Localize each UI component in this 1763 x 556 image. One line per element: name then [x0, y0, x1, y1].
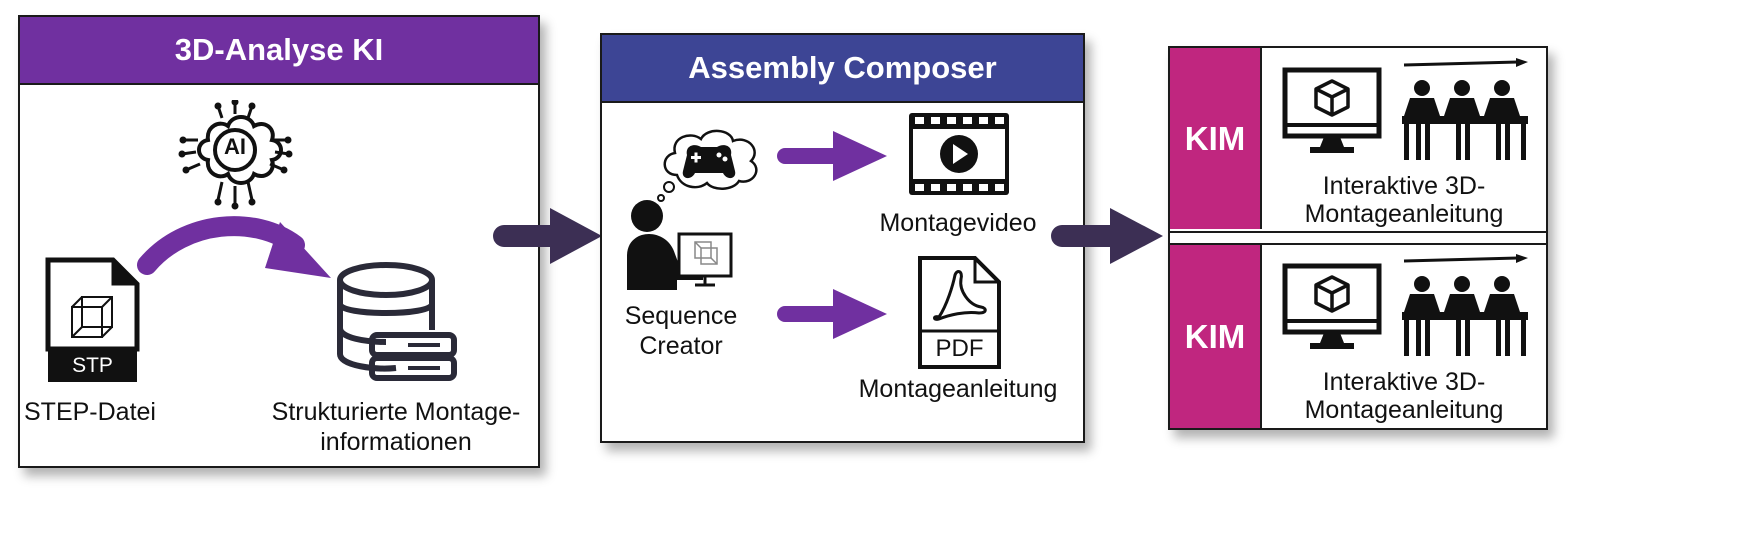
kim-row1-label-line2: Montageanleitung: [1304, 200, 1504, 228]
gamepad-thought-icon: [655, 125, 765, 203]
kim-row-divider: [1170, 231, 1546, 245]
monitor-cube-icon: [1282, 67, 1382, 162]
arrow-to-video: [777, 128, 889, 184]
structured-info-label-line1: Strukturierte Montage-: [271, 398, 521, 426]
database-server-icon: [336, 262, 461, 382]
monitor-cube-icon: [1282, 263, 1382, 358]
montagevideo-label: Montagevideo: [879, 209, 1037, 237]
assembly-line-workers-icon: [1400, 254, 1530, 359]
ai-icon-text: AI: [224, 134, 246, 159]
arrow-to-pdf: [777, 286, 889, 342]
sequence-creator-label-line1: Sequence: [624, 302, 738, 330]
curved-process-arrow: [135, 210, 340, 285]
pdf-badge: PDF: [935, 335, 984, 362]
ai-brain-icon: AI: [178, 100, 293, 212]
montageanleitung-label: Montageanleitung: [858, 375, 1058, 403]
assembly-line-workers-icon: [1400, 58, 1530, 163]
kim-tag-row2: KIM: [1170, 245, 1262, 428]
kim-row2-label-line2: Montageanleitung: [1304, 396, 1504, 424]
step-datei-label: STEP-Datei: [24, 398, 156, 426]
pdf-file-icon: PDF: [917, 255, 1002, 370]
panel-3d-analyse-ki: 3D-Analyse KI: [18, 15, 540, 468]
kim-row1-label-line1: Interaktive 3D-: [1322, 172, 1486, 200]
person-at-computer-icon: [625, 198, 740, 293]
kim-tag-row1: KIM: [1170, 48, 1262, 229]
stp-badge: STP: [72, 354, 113, 377]
panel-title-assembly-composer: Assembly Composer: [602, 35, 1083, 103]
stp-file-icon: STP: [45, 257, 140, 385]
kim-row2-label-line1: Interaktive 3D-: [1322, 368, 1486, 396]
sequence-creator-label-line2: Creator: [639, 332, 723, 360]
film-play-icon: [909, 113, 1009, 195]
structured-info-label-line2: informationen: [320, 428, 472, 456]
flow-arrow-1-to-2: [492, 205, 604, 267]
panel-title-3d-analyse-ki: 3D-Analyse KI: [20, 17, 538, 85]
flow-arrow-2-to-3: [1050, 205, 1165, 267]
